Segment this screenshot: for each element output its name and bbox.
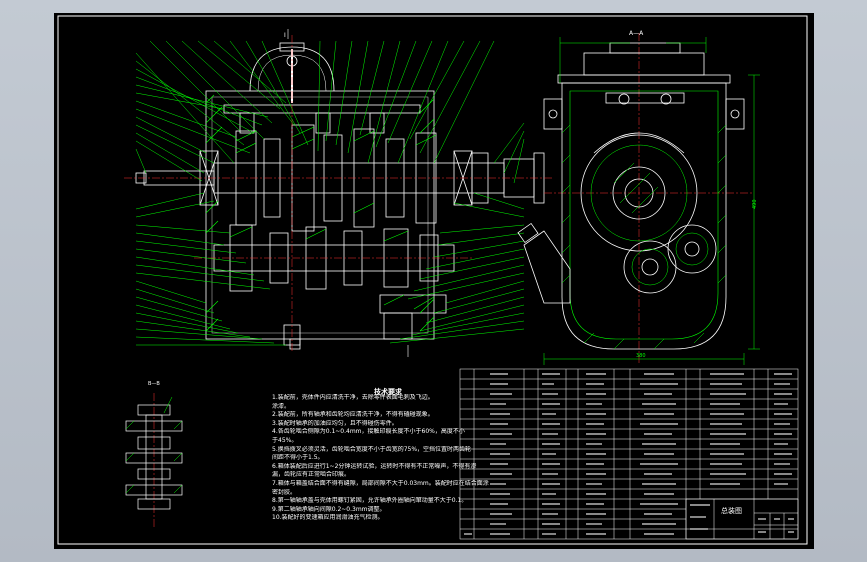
- note-line: 8.第一轴轴承盖与壳体用螺钉紧固，允许轴承外圈轴向窜动量不大于0.1。: [272, 497, 468, 505]
- note-line: 漏，齿轮应有正常啮合印痕。: [272, 471, 351, 479]
- dim-side-width: 380: [636, 353, 646, 359]
- note-line: 3.装配时轴承的加油应均匀，且不得碰伤零件。: [272, 419, 398, 427]
- sheet-border: [57, 15, 808, 545]
- note-line: 10.装配好的变速箱应用润滑油充气检测。: [272, 514, 384, 522]
- note-line: 2.装配前，所有轴承和齿轮均应清洗干净，不得有磕碰现象。: [272, 411, 434, 419]
- note-line: 6.箱体装配后应进行1~2分钟运转试验，运转时不得有不正常噪声，不得有渗: [272, 462, 477, 470]
- note-line: 7.箱体与箱盖结合面不得有缝隙，局部间隙不大于0.03mm。装配时应在结合面涂: [272, 479, 489, 487]
- note-line: 5.换挡拨叉必须灵活，齿轮啮合宽度不小于齿宽的75%，空挡位置时两齿轮: [272, 445, 472, 453]
- centerlines: [124, 33, 754, 528]
- detail-view: [125, 404, 183, 510]
- side-view: [517, 42, 745, 350]
- main-view-label: Ⅰ: [284, 32, 286, 39]
- gearbox-assembly-drawing: Ⅰ: [57, 15, 808, 545]
- side-dimensions: [543, 37, 760, 365]
- note-line: 4.各齿轮啮合侧隙为0.1~0.4mm，接触印痕长度不小于60%，高度不小: [272, 428, 465, 436]
- title-block-drawing-name: 总装图: [721, 506, 742, 515]
- balloon-leaders-left: [135, 52, 286, 346]
- note-line: 9.第二轴轴承轴向间隙0.2~0.3mm调整。: [272, 505, 386, 513]
- parts-list-entries: [464, 373, 794, 535]
- side-hatching: [561, 124, 727, 350]
- technical-notes: 1.装配前，壳体件内应清洗干净，去除零件表面毛刺及飞边。 涂漆。 2.装配前，所…: [272, 394, 512, 523]
- large-gear: [580, 134, 698, 252]
- balloon-leaders-right: [389, 122, 525, 344]
- housing-outline: [205, 90, 435, 340]
- side-housing: [561, 82, 727, 350]
- section-hatching: [205, 94, 437, 332]
- balloon-leaders-top: [149, 40, 495, 164]
- technical-notes-title: 技术要求: [374, 388, 402, 396]
- reverse-idler: [379, 294, 447, 314]
- note-line: 1.装配前，壳体件内应清洗干净，去除零件表面毛刺及飞边。: [272, 394, 434, 401]
- dim-side-height: 490: [752, 199, 758, 209]
- note-line: 涂漆。: [272, 402, 291, 410]
- side-view-label: A—A: [629, 30, 644, 37]
- drawing-sheet: Ⅰ: [54, 13, 814, 549]
- parts-list-table: [459, 368, 799, 540]
- detail-hatching: [125, 396, 183, 494]
- note-line: 间距不得小于1.5。: [272, 454, 324, 462]
- detail-view-label: B—B: [148, 381, 160, 387]
- note-line: 于45%。: [272, 436, 298, 444]
- note-line: 密封胶。: [272, 488, 297, 496]
